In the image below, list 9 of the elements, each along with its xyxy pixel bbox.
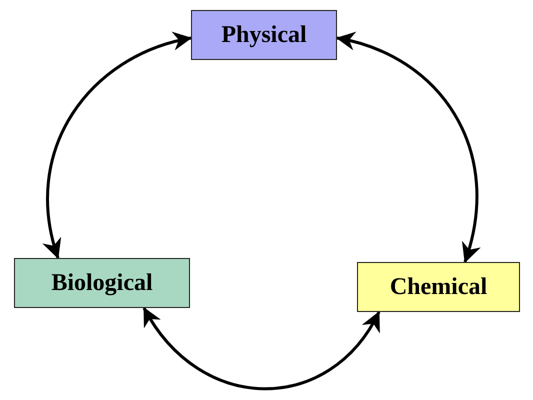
label-box [191, 10, 337, 60]
box-label: Physical [221, 22, 307, 48]
curved-double-arrow [336, 32, 480, 263]
box-label: Biological [51, 270, 153, 296]
label-box [14, 258, 190, 308]
box-label: Chemical [390, 274, 488, 300]
label-box [357, 262, 520, 312]
curved-double-arrow [43, 32, 192, 259]
curved-double-arrow [142, 307, 380, 390]
